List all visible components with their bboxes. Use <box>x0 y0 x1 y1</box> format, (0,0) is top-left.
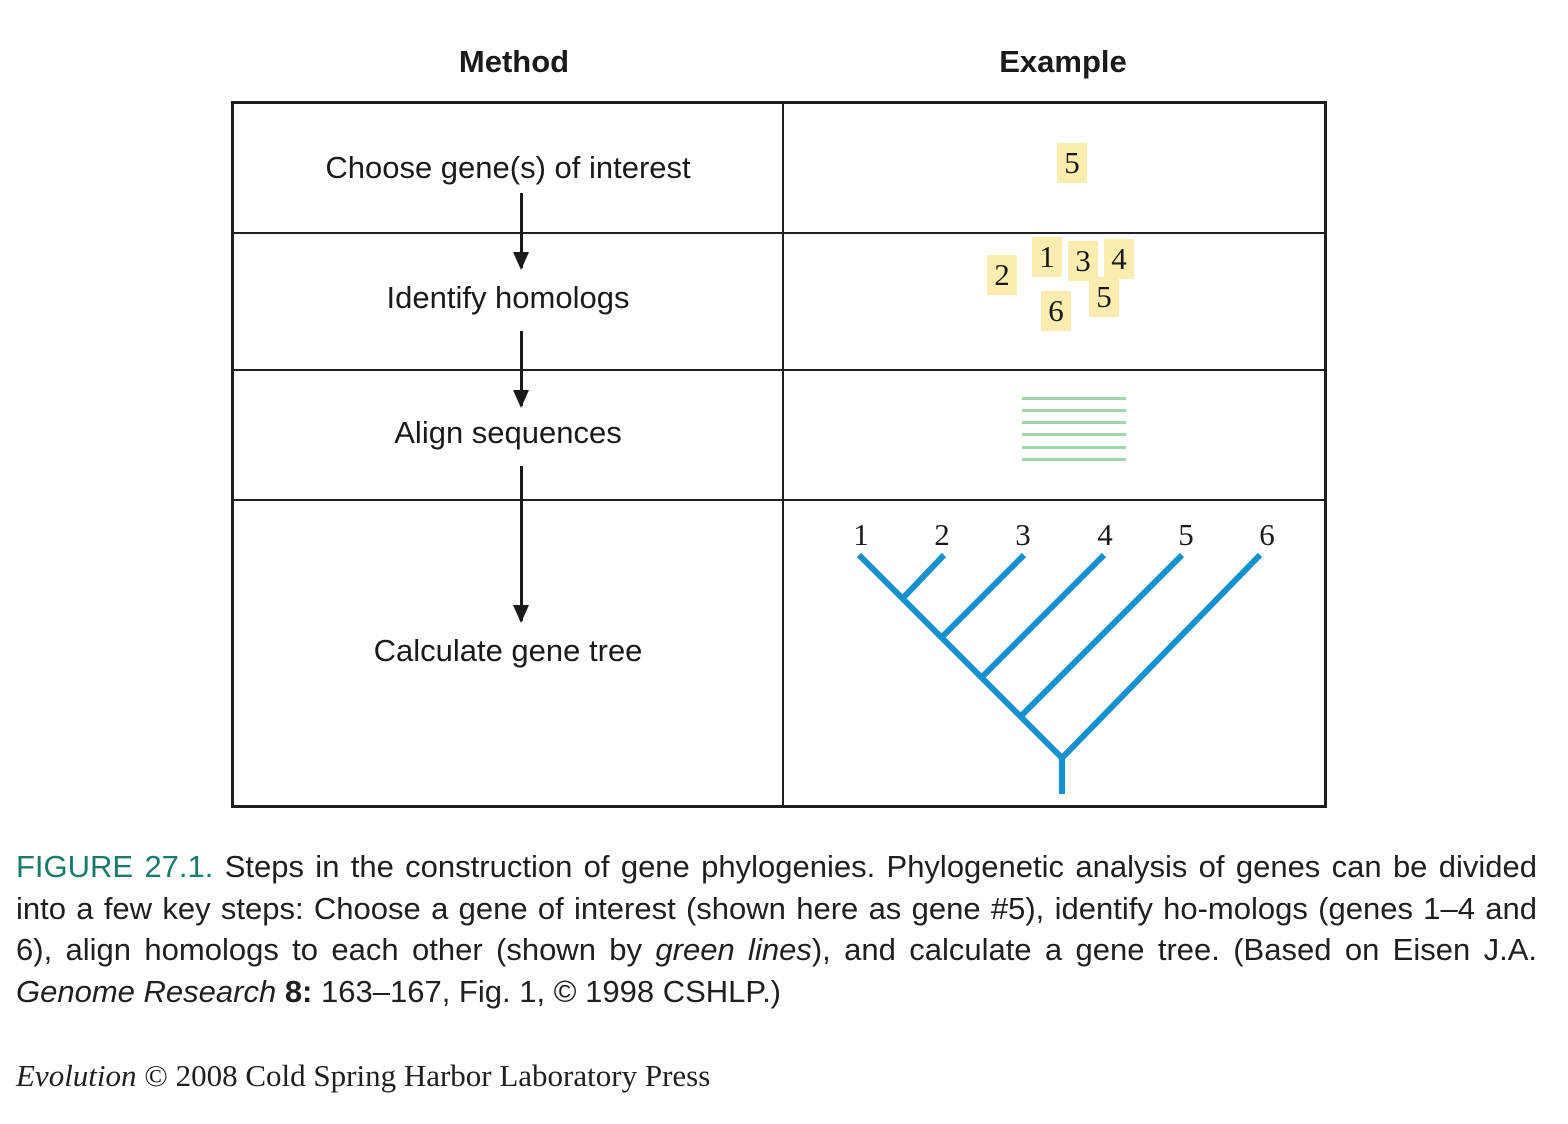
alignment-line <box>1022 397 1126 400</box>
alignment-line <box>1022 421 1126 424</box>
example-column-header: Example <box>999 44 1127 79</box>
copyright-text: © 2008 Cold Spring Harbor Laboratory Pre… <box>136 1058 711 1093</box>
tree-branch <box>938 552 1027 641</box>
tree-branch <box>979 552 1107 680</box>
method-column-header: Method <box>458 44 570 79</box>
tree-tip-label: 2 <box>934 517 950 552</box>
homolog-box: 1 <box>1032 237 1062 277</box>
down-arrow-icon <box>513 466 529 623</box>
tree-tip-label: 3 <box>1015 517 1031 552</box>
tree-tip-label: 6 <box>1259 517 1275 552</box>
step-identify-homologs: Identify homologs <box>386 280 630 315</box>
tree-branch <box>856 552 1065 761</box>
journal-name: Genome Research <box>16 973 277 1009</box>
homolog-box: 2 <box>987 255 1017 295</box>
column-divider <box>782 104 784 805</box>
tree-tip-label: 1 <box>853 517 869 552</box>
step-choose-gene: Choose gene(s) of interest <box>325 150 691 185</box>
journal-volume: 8: <box>284 973 313 1009</box>
down-arrow-icon <box>513 331 529 408</box>
alignment-line <box>1022 446 1126 449</box>
figure-label: FIGURE 27.1. <box>16 849 214 884</box>
tree-tip-label: 5 <box>1178 517 1194 552</box>
homolog-box: 3 <box>1068 241 1098 281</box>
homolog-box: 4 <box>1104 239 1134 279</box>
step-calculate-tree: Calculate gene tree <box>373 633 643 668</box>
down-arrow-icon <box>513 193 529 270</box>
book-title: Evolution <box>16 1058 137 1093</box>
tree-branch <box>900 552 947 601</box>
tree-branch <box>1059 552 1263 761</box>
alignment-line <box>1022 458 1126 461</box>
alignment-line <box>1022 433 1126 436</box>
row-divider <box>234 499 1324 501</box>
chosen-gene-box: 5 <box>1057 143 1087 183</box>
row-divider <box>234 232 1324 234</box>
figure-caption: FIGURE 27.1. Steps in the construction o… <box>16 846 1537 1012</box>
caption-text: 163–167, Fig. 1, © 1998 CSHLP.) <box>312 973 782 1009</box>
homolog-box: 5 <box>1089 277 1119 317</box>
tree-branch <box>1018 552 1185 719</box>
homolog-box: 6 <box>1041 291 1071 331</box>
tree-tip-label: 4 <box>1097 517 1113 552</box>
alignment-line <box>1022 409 1126 412</box>
method-example-table: Choose gene(s) of interest Identify homo… <box>231 101 1327 808</box>
caption-text: ), and calculate a gene tree. (Based on … <box>811 932 1537 967</box>
copyright-line: Evolution © 2008 Cold Spring Harbor Labo… <box>16 1058 710 1094</box>
caption-emphasis: green lines <box>655 932 812 967</box>
caption-text: Steps in the construction of gene phylog… <box>16 849 1537 967</box>
row-divider <box>234 369 1324 371</box>
step-align-sequences: Align sequences <box>394 415 622 450</box>
